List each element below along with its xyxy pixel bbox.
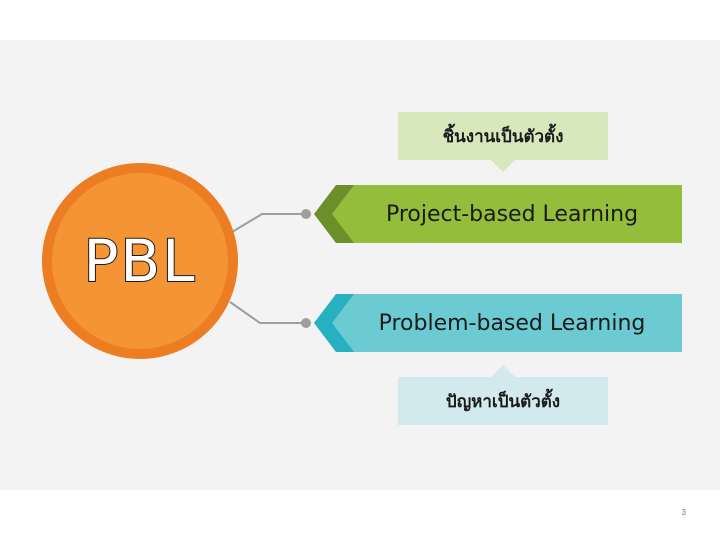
callout-problem-note: ปัญหาเป็นตัวตั้ง: [398, 377, 608, 425]
banner-problem-label: Problem-based Learning: [378, 310, 646, 336]
callout-project-note: ชิ้นงานเป็นตัวตั้ง: [398, 112, 608, 160]
callout-project-text: ชิ้นงานเป็นตัวตั้ง: [442, 126, 564, 147]
banner-project-label: Project-based Learning: [385, 201, 639, 227]
banner-project-based-learning: Project-based Learning: [314, 185, 682, 243]
page-number: 3: [681, 508, 686, 517]
pbl-title: PBL: [82, 226, 197, 296]
callout-problem-pointer: [491, 365, 515, 377]
callout-project-pointer: [491, 160, 515, 172]
callout-problem-text: ปัญหาเป็นตัวตั้ง: [445, 391, 561, 412]
banner-problem-based-learning: Problem-based Learning: [314, 294, 682, 352]
pbl-circle: PBL: [52, 173, 228, 349]
